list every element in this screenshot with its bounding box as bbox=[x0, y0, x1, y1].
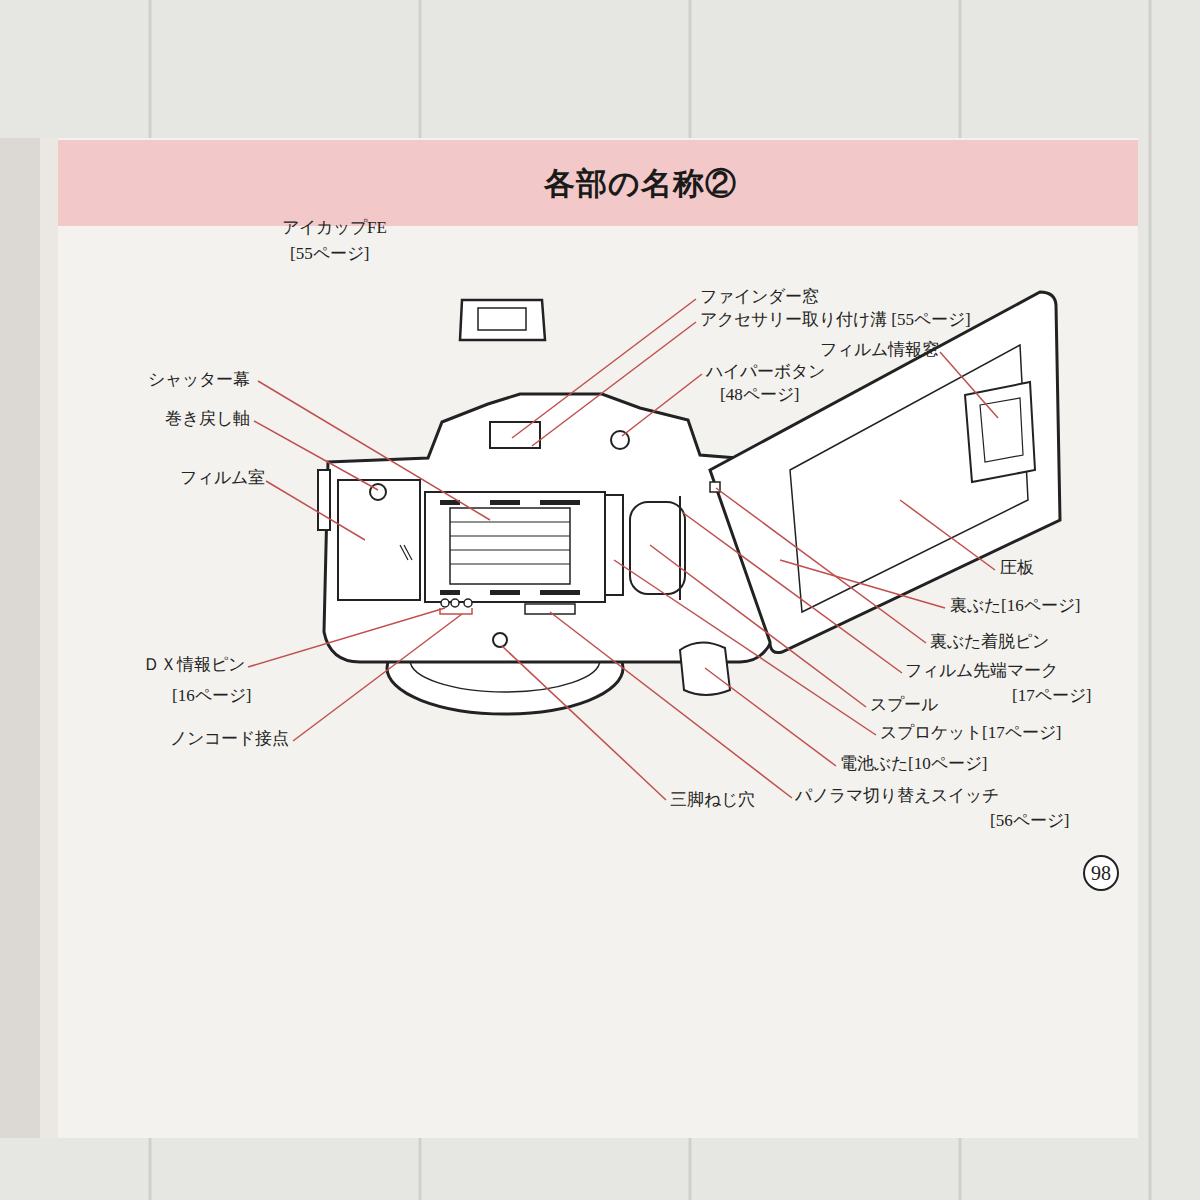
page-reference: [17ページ] bbox=[1012, 686, 1091, 706]
part-label: ファインダー窓 bbox=[700, 287, 819, 307]
page-reference: [16ページ] bbox=[172, 686, 251, 706]
part-label: ＤＸ情報ピン bbox=[143, 655, 245, 675]
part-label: フィルム先端マーク bbox=[905, 661, 1058, 681]
part-label: ハイパーボタン bbox=[706, 362, 825, 382]
part-label: 三脚ねじ穴 bbox=[670, 790, 755, 810]
part-label: 裏ぶた着脱ピン bbox=[930, 632, 1049, 652]
part-label: フィルム情報窓 bbox=[820, 340, 939, 360]
part-label: 巻き戻し軸 bbox=[165, 409, 250, 429]
part-label: フィルム室 bbox=[180, 468, 265, 488]
page-title: 各部の名称② bbox=[544, 165, 737, 202]
part-label: ノンコード接点 bbox=[170, 729, 289, 749]
part-label: 圧板 bbox=[1000, 558, 1034, 578]
part-label: アイカップFE bbox=[282, 218, 387, 238]
page-reference: [56ページ] bbox=[990, 811, 1069, 831]
page-reference: [55ページ] bbox=[290, 244, 369, 264]
part-label: スプロケット[17ページ] bbox=[880, 723, 1061, 743]
page-reference: [48ページ] bbox=[720, 385, 799, 405]
part-label: パノラマ切り替えスイッチ bbox=[795, 786, 999, 806]
part-label: 裏ぶた[16ページ] bbox=[950, 596, 1080, 616]
part-label: 電池ぶた[10ページ] bbox=[840, 754, 987, 774]
part-label: シャッター幕 bbox=[148, 370, 250, 390]
part-label: スプール bbox=[870, 695, 938, 715]
part-label: アクセサリー取り付け溝 [55ページ] bbox=[700, 310, 971, 330]
page-number: 98 bbox=[1091, 861, 1111, 885]
